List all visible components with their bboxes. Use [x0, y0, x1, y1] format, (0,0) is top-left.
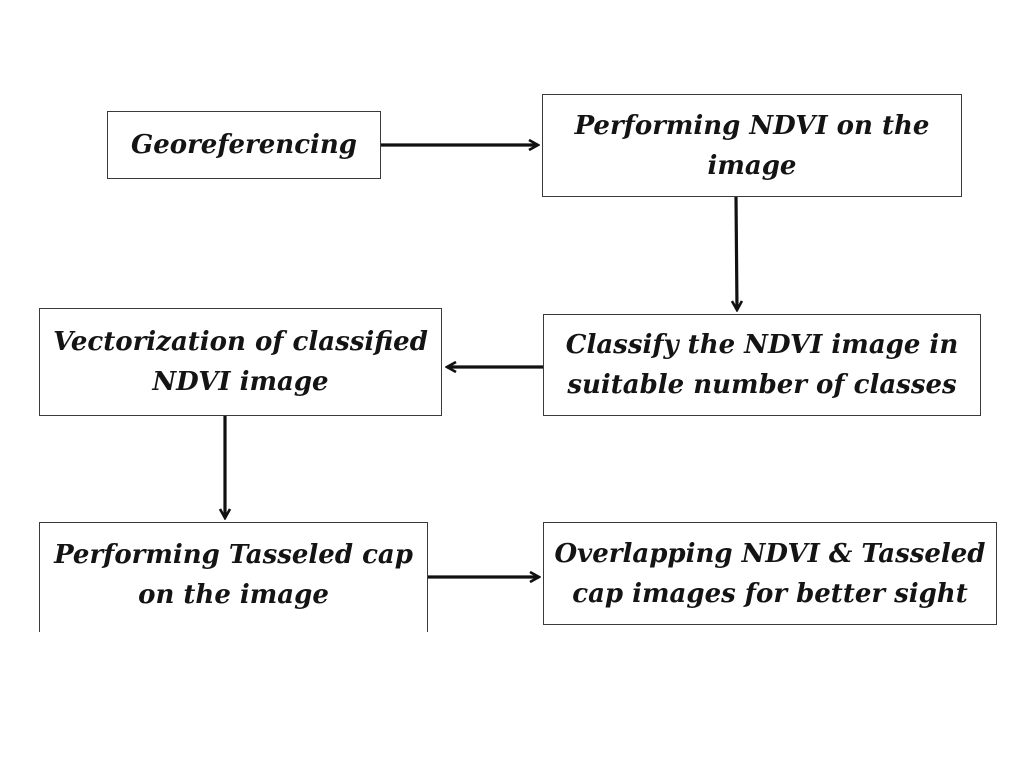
arrow-ndvi-to-classify: [736, 196, 737, 310]
node-vectorization-line-1: Vectorization of classified: [53, 327, 428, 357]
node-performing-ndvi-line-2: image: [707, 150, 797, 181]
node-vectorization-line-2: NDVI image: [152, 367, 329, 397]
node-classify-ndvi-line-2: suitable number of classes: [567, 370, 957, 400]
node-classify-ndvi-line-1: Classify the NDVI image in: [565, 330, 959, 360]
node-classify-ndvi: Classify the NDVI image in suitable numb…: [543, 314, 981, 416]
node-georeferencing-line-1: Georeferencing: [131, 130, 357, 160]
node-overlapping-line-1: Overlapping NDVI & Tasseled: [554, 538, 986, 569]
cropped-bottom-area: [0, 632, 1024, 768]
node-overlapping: Overlapping NDVI & Tasseled cap images f…: [543, 522, 997, 625]
node-performing-ndvi: Performing NDVI on the image: [542, 94, 962, 197]
node-overlapping-line-2: cap images for better sight: [572, 578, 968, 609]
node-tasseled-cap-line-1: Performing Tasseled cap: [54, 540, 413, 570]
node-georeferencing: Georeferencing: [107, 111, 381, 179]
node-tasseled-cap: Performing Tasseled cap on the image: [39, 522, 428, 652]
node-vectorization: Vectorization of classified NDVI image: [39, 308, 442, 416]
node-tasseled-cap-line-2: on the image: [138, 580, 329, 610]
node-performing-ndvi-line-1: Performing NDVI on the: [574, 110, 930, 141]
